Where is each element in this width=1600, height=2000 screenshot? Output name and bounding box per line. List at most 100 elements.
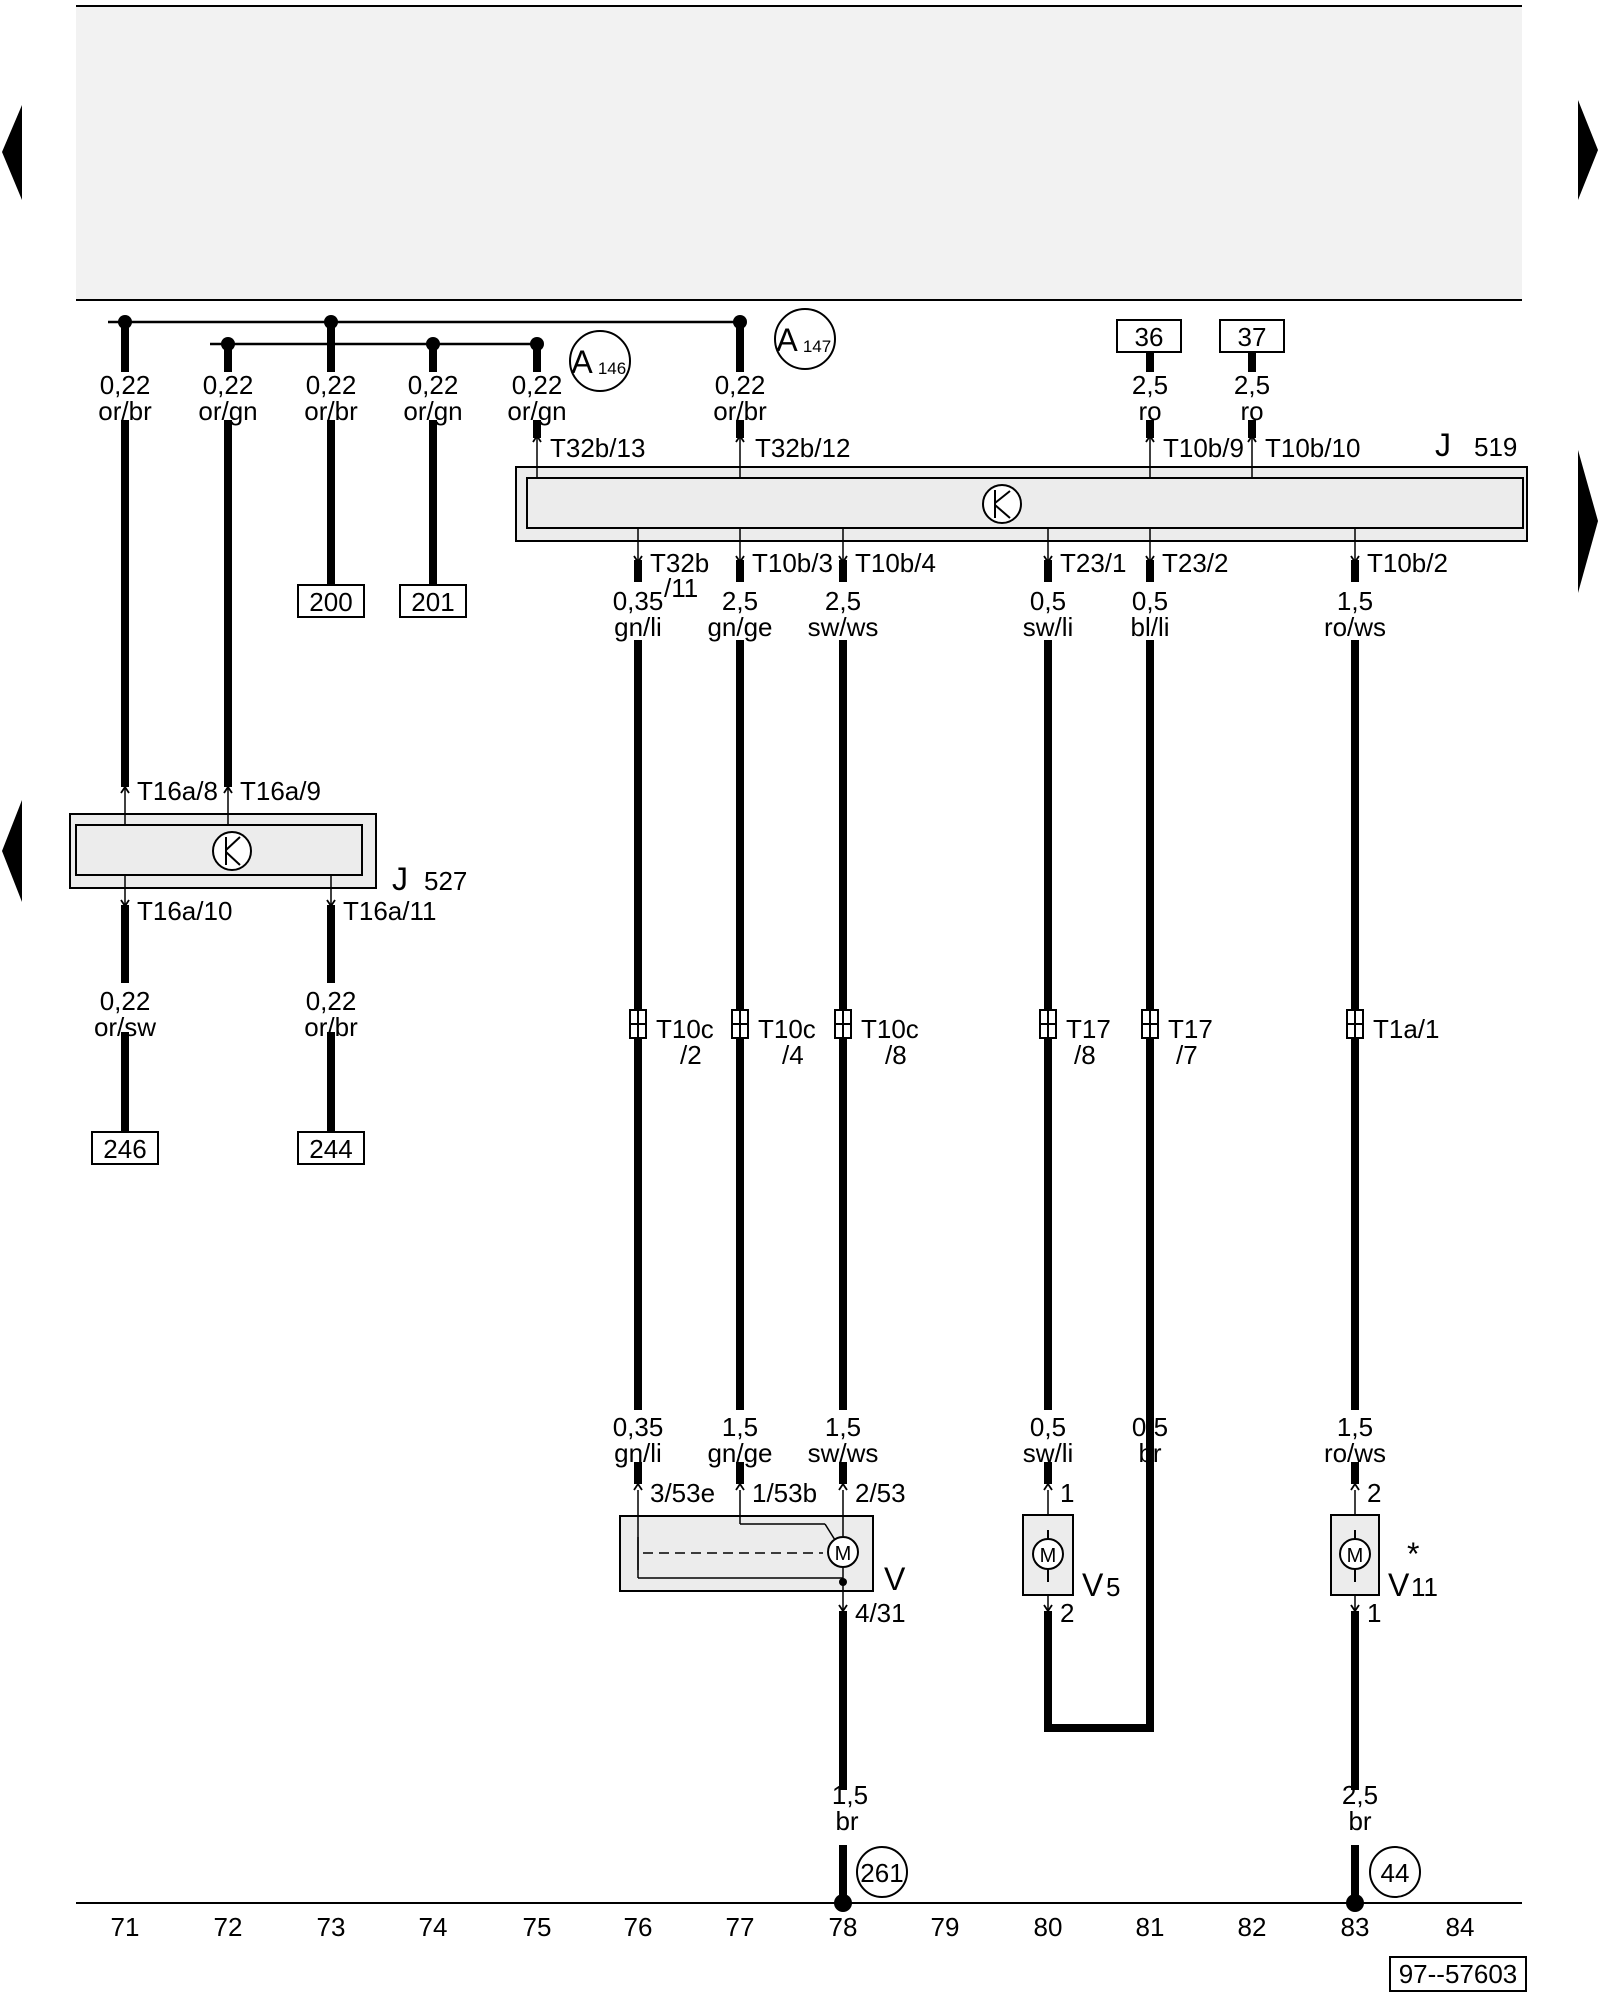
svg-text:T16a/10: T16a/10	[137, 896, 232, 926]
ref-box-200[interactable]	[297, 584, 365, 618]
svg-text:A: A	[571, 344, 593, 380]
svg-text:ro: ro	[1138, 396, 1161, 426]
svg-text:78: 78	[829, 1912, 858, 1942]
connector-icon	[1141, 1009, 1159, 1039]
ref-box-246[interactable]	[91, 1131, 159, 1165]
svg-text:0,22: 0,22	[100, 986, 151, 1016]
svg-text:sw/ws: sw/ws	[808, 1438, 879, 1468]
connection-point-a146	[569, 330, 631, 392]
svg-text:77: 77	[726, 1912, 755, 1942]
svg-text:0,5: 0,5	[1132, 586, 1168, 616]
svg-text:2,5: 2,5	[1234, 370, 1270, 400]
ref-box-244[interactable]	[297, 1131, 365, 1165]
svg-text:1,5: 1,5	[1337, 586, 1373, 616]
motor-labels: V V 5 V 11 *	[884, 1536, 1438, 1603]
prev-page-arrow-icon[interactable]	[2, 800, 22, 902]
prev-page-arrow-icon[interactable]	[2, 105, 22, 200]
diagram-id: 97--57603	[1399, 1959, 1518, 1989]
svg-text:1: 1	[1367, 1598, 1381, 1628]
next-page-arrow-icon[interactable]	[1578, 450, 1598, 593]
svg-text:2,5: 2,5	[1342, 1780, 1378, 1810]
svg-text:0,22: 0,22	[715, 370, 766, 400]
connector-icon	[1039, 1009, 1057, 1039]
svg-text:T10b/9: T10b/9	[1163, 433, 1244, 463]
motor-pin-labels: 3/53e 1/53b 2/53 4/31 1 2 2 1	[650, 1478, 1381, 1628]
svg-text:244[interactable]: 244	[309, 1134, 352, 1164]
svg-text:T16a/11: T16a/11	[343, 896, 436, 926]
svg-text:83: 83	[1341, 1912, 1370, 1942]
svg-text:146: 146	[598, 359, 626, 378]
svg-text:79: 79	[931, 1912, 960, 1942]
svg-text:gn/ge: gn/ge	[707, 612, 772, 642]
svg-text:1,5: 1,5	[832, 1780, 868, 1810]
ref-box-37[interactable]	[1219, 319, 1285, 353]
svg-text:bl/li: bl/li	[1130, 612, 1169, 642]
svg-text:gn/li: gn/li	[614, 612, 662, 642]
svg-text:V: V	[884, 1561, 906, 1597]
connector-icon	[1346, 1009, 1364, 1039]
ref-box-36[interactable]	[1116, 319, 1182, 353]
svg-text:A: A	[776, 322, 798, 358]
svg-text:ro: ro	[1240, 396, 1263, 426]
connector-icon	[629, 1009, 647, 1039]
svg-text:0,22: 0,22	[408, 370, 459, 400]
svg-text:72: 72	[214, 1912, 243, 1942]
junction-dot	[839, 1578, 847, 1586]
svg-text:T10b/3: T10b/3	[752, 548, 833, 578]
column-numbers: 71 72 73 74 75 76 77 78 79 80 81 82 83 8…	[111, 1912, 1475, 1942]
svg-text:or/br: or/br	[98, 396, 152, 426]
svg-text:36[interactable]: 36	[1135, 322, 1164, 352]
svg-text:gn/ge: gn/ge	[707, 1438, 772, 1468]
wire	[1044, 1410, 1154, 1732]
svg-text:201[interactable]: 201	[411, 587, 454, 617]
svg-text:44: 44	[1381, 1858, 1410, 1888]
svg-text:T23/1: T23/1	[1060, 548, 1127, 578]
diagram-id-box	[1389, 1956, 1527, 1992]
svg-text:/11: /11	[664, 573, 698, 603]
svg-text:T17: T17	[1168, 1014, 1213, 1044]
svg-text:/8: /8	[885, 1040, 907, 1070]
svg-text:1,5: 1,5	[722, 1412, 758, 1442]
svg-text:M: M	[1347, 1545, 1364, 1567]
svg-text:/2: /2	[680, 1040, 702, 1070]
svg-text:M: M	[1040, 1545, 1057, 1567]
svg-text:1,5: 1,5	[825, 1412, 861, 1442]
svg-text:or/gn: or/gn	[507, 396, 566, 426]
svg-text:2: 2	[1060, 1598, 1074, 1628]
svg-text:or/sw: or/sw	[94, 1012, 156, 1042]
svg-text:2,5: 2,5	[722, 586, 758, 616]
connector-icon	[731, 1009, 749, 1039]
svg-text:81: 81	[1136, 1912, 1165, 1942]
next-page-arrow-icon[interactable]	[1578, 100, 1598, 200]
motor-icon	[827, 1536, 859, 1568]
svg-text:or/gn: or/gn	[403, 396, 462, 426]
svg-text:sw/ws: sw/ws	[808, 612, 879, 642]
svg-text:M: M	[835, 1543, 852, 1565]
svg-text:3/53e: 3/53e	[650, 1478, 715, 1508]
j519-output-labels: T32b /11 T10b/3 T10b/4 T23/1 T23/2 T10b/…	[650, 548, 1448, 603]
svg-text:T10c: T10c	[656, 1014, 714, 1044]
lower-wire-labels: 0,35 gn/li 1,5 gn/ge 1,5 sw/ws 0,5 sw/li…	[613, 1412, 1386, 1468]
transistor-icon	[982, 484, 1022, 524]
svg-text:ro/ws: ro/ws	[1324, 1438, 1386, 1468]
svg-text:/4: /4	[782, 1040, 804, 1070]
svg-text:T10b/4: T10b/4	[855, 548, 936, 578]
svg-text:200[interactable]: 200	[309, 587, 352, 617]
svg-text:73: 73	[317, 1912, 346, 1942]
connector-icon	[834, 1009, 852, 1039]
svg-text:sw/li: sw/li	[1023, 1438, 1074, 1468]
svg-text:0,22: 0,22	[100, 370, 151, 400]
svg-text:74: 74	[419, 1912, 448, 1942]
svg-text:246[interactable]: 246	[103, 1134, 146, 1164]
svg-text:82: 82	[1238, 1912, 1267, 1942]
svg-text:37[interactable]: 37	[1238, 322, 1267, 352]
svg-text:2: 2	[1367, 1478, 1381, 1508]
svg-text:2,5: 2,5	[1132, 370, 1168, 400]
ground-point-261	[856, 1846, 908, 1898]
connector-labels: T10c /2 T10c /4 T10c /8 T17 /8 T17 /7 T1…	[656, 1014, 1440, 1070]
svg-text:T17: T17	[1066, 1014, 1111, 1044]
ref-box-201[interactable]	[399, 584, 467, 618]
svg-text:5: 5	[1106, 1572, 1120, 1602]
svg-text:527: 527	[424, 866, 467, 896]
svg-text:or/br: or/br	[304, 1012, 358, 1042]
